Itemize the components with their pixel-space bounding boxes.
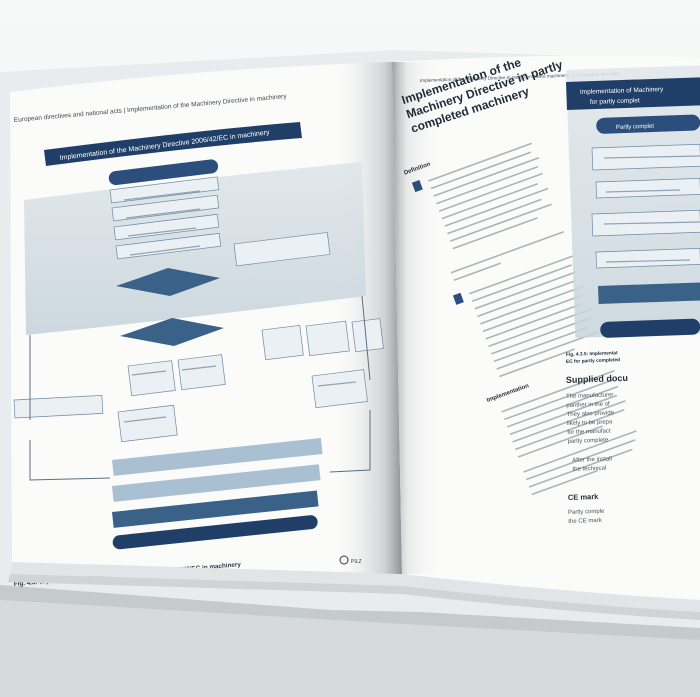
right-flow-top: Partly complet	[616, 124, 655, 131]
right-flowchart-title-1: Implementation of Machinery	[580, 86, 664, 96]
supplied-line-3: They also provide	[567, 410, 615, 418]
left-logo: PILZ	[351, 559, 362, 565]
supplied-line-2: panther in the of	[566, 401, 610, 409]
supplied-line-4: likely to be prepa	[567, 419, 613, 427]
ce-line-1: Partly comple	[568, 509, 605, 516]
supplied-line-6: partly complete	[568, 438, 610, 445]
left-page: European directives and national acts | …	[10, 62, 402, 588]
right-flowchart-title-2: for partly complet	[590, 97, 640, 106]
supplied-line-1: The manufacturer	[566, 392, 614, 400]
ce-heading: CE mark	[568, 492, 600, 502]
supplied-heading: Supplied docu	[566, 373, 628, 385]
after-line-2: the technical	[572, 466, 606, 473]
right-fig-caption-1: Fig. 4.3.5: Implementat	[566, 350, 618, 358]
ce-line-2: the CE mark	[568, 518, 603, 525]
right-flowchart: Implementation of Machinery for partly c…	[566, 65, 700, 338]
supplied-line-5: for the manufact	[567, 428, 611, 436]
right-fig-caption-2: EC for partly completed	[566, 357, 620, 365]
after-line-1: After the install	[572, 456, 612, 463]
right-page: Implementation of the Machinery Directiv…	[392, 55, 700, 600]
